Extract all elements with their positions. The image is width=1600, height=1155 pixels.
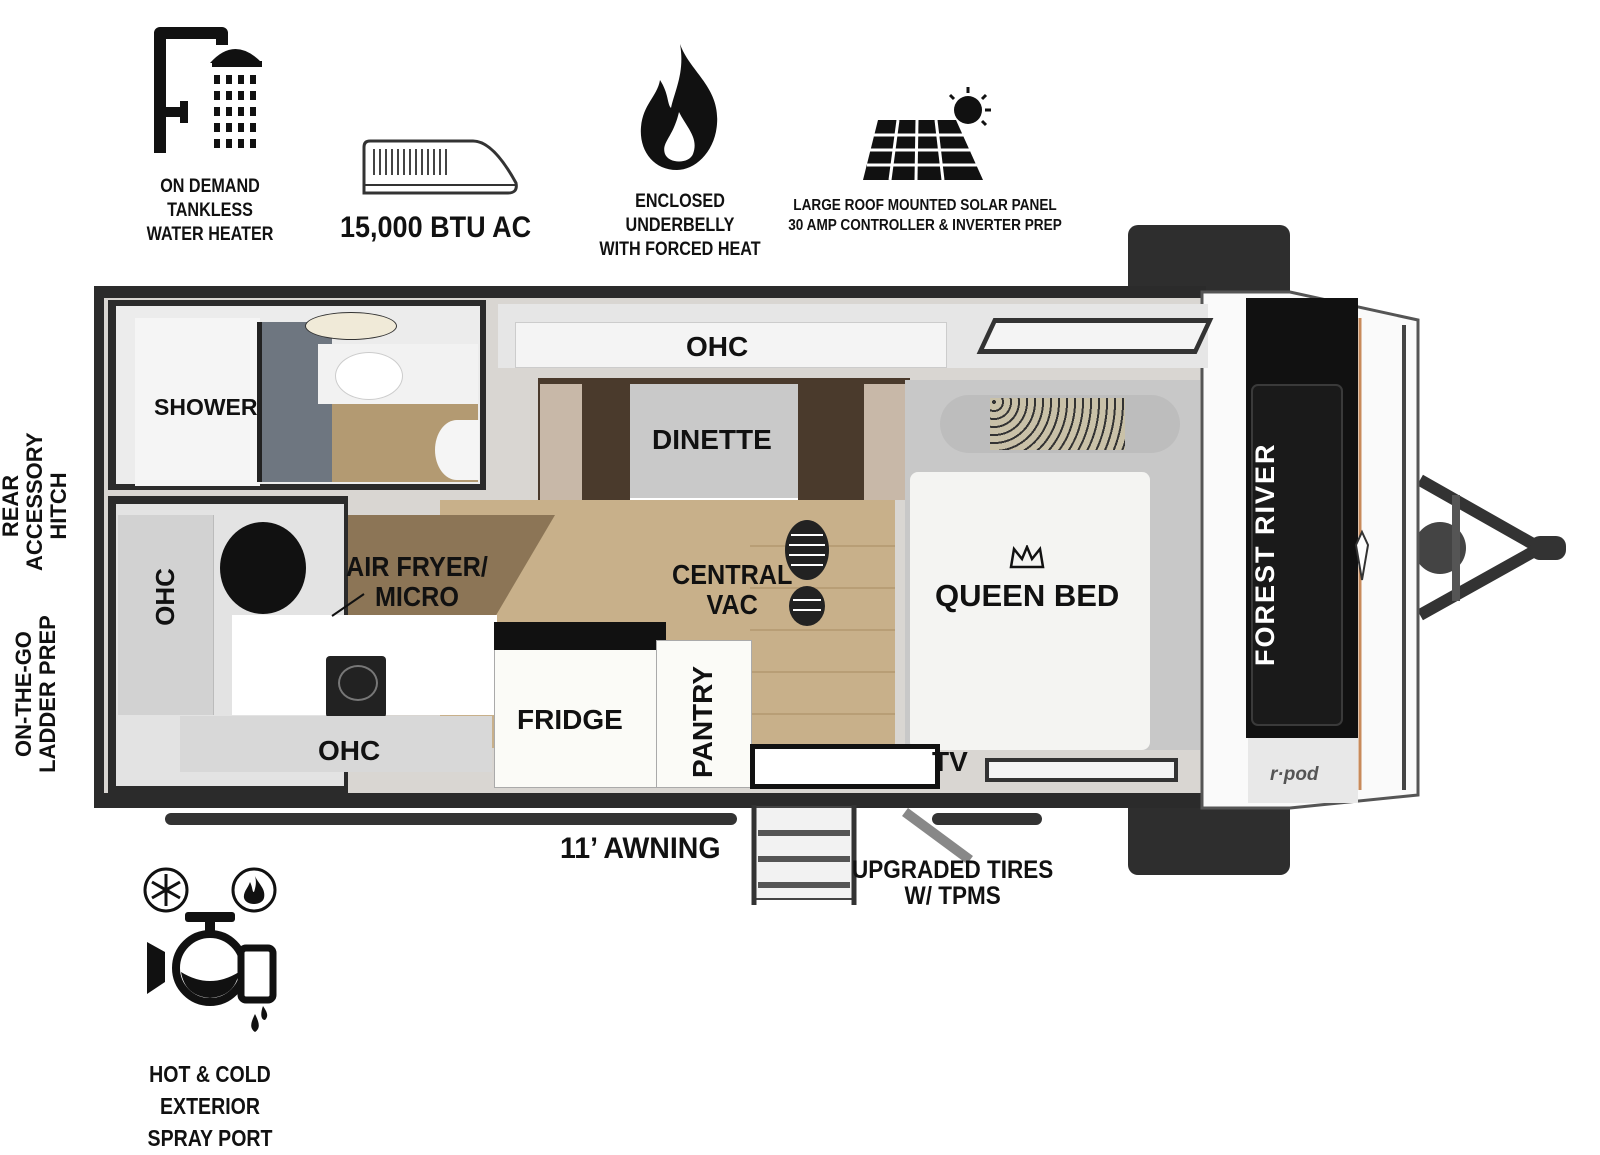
snowflake-icon (143, 867, 189, 913)
solar-panel-icon (863, 87, 991, 181)
air-fryer-pointer (331, 593, 365, 617)
sink-basin (335, 352, 403, 400)
queen-bed-label: QUEEN BED (935, 578, 1120, 613)
shower-stall (135, 318, 260, 486)
awning-label: 11’ AWNING (560, 832, 721, 865)
brand-logo: FOREST RIVER (1250, 442, 1280, 666)
awning-bar (165, 813, 737, 825)
upper-ohc-panel (515, 322, 947, 368)
dinette-bench-right (864, 384, 908, 500)
dinette-label: DINETTE (652, 424, 772, 455)
shower-icon (154, 27, 262, 153)
shower-label: SHOWER (154, 394, 258, 420)
fridge-top (494, 622, 666, 650)
front-window (985, 758, 1178, 782)
boot-print-icon (785, 520, 829, 626)
small-flame-icon (231, 867, 277, 913)
tires-label: UPGRADED TIRES W/ TPMS (852, 856, 1054, 911)
tire-pointer (902, 808, 973, 865)
queen-bed (910, 472, 1150, 750)
front-cap (1200, 290, 1420, 810)
spigot-icon (147, 912, 277, 1032)
fridge-label: FRIDGE (517, 704, 623, 735)
tongue-hitch-icon (1414, 474, 1566, 621)
air-conditioner-icon (362, 139, 518, 195)
ac-label: 15,000 BTU AC (340, 211, 532, 244)
model-logo: r·pod (1270, 764, 1319, 785)
ohc-top-label: OHC (686, 331, 749, 362)
tv-label: TV (932, 746, 968, 777)
central-vac-label: CENTRAL VAC (672, 559, 793, 621)
roof-vent-bath (305, 312, 397, 340)
bed-pillow (990, 398, 1125, 450)
ohc-bottom-label: OHC (318, 735, 381, 766)
front-skylight (976, 318, 1214, 354)
flame-icon (640, 44, 718, 170)
entry-step (750, 744, 940, 789)
toilet (435, 420, 479, 480)
dinette-bench-left (540, 384, 582, 500)
ladder-prep-label: ON-THE-GO LADDER PREP (11, 615, 61, 773)
awning-bar-right (932, 813, 1042, 825)
rear-ohc-left (118, 515, 214, 715)
rear-hitch-label: REAR ACCESSORY HITCH (0, 432, 72, 571)
crown-icon (1009, 545, 1045, 569)
water-heater-label: ON DEMAND TANKLESS WATER HEATER (146, 176, 274, 245)
ohc-left-label: OHC (150, 568, 180, 626)
air-fryer-appliance (220, 522, 306, 614)
solar-label: LARGE ROOF MOUNTED SOLAR PANEL 30 AMP CO… (788, 197, 1062, 234)
entry-steps-icon (751, 805, 857, 905)
pantry (656, 640, 752, 788)
cooktop-burner-1 (338, 665, 378, 701)
pantry-label: PANTRY (687, 666, 718, 778)
spray-port-label: HOT & COLD EXTERIOR SPRAY PORT (147, 1061, 273, 1152)
air-fryer-label: AIR FRYER/ MICRO (346, 551, 488, 613)
lower-ohc (180, 716, 492, 772)
underbelly-label: ENCLOSED UNDERBELLY WITH FORCED HEAT (599, 191, 761, 260)
